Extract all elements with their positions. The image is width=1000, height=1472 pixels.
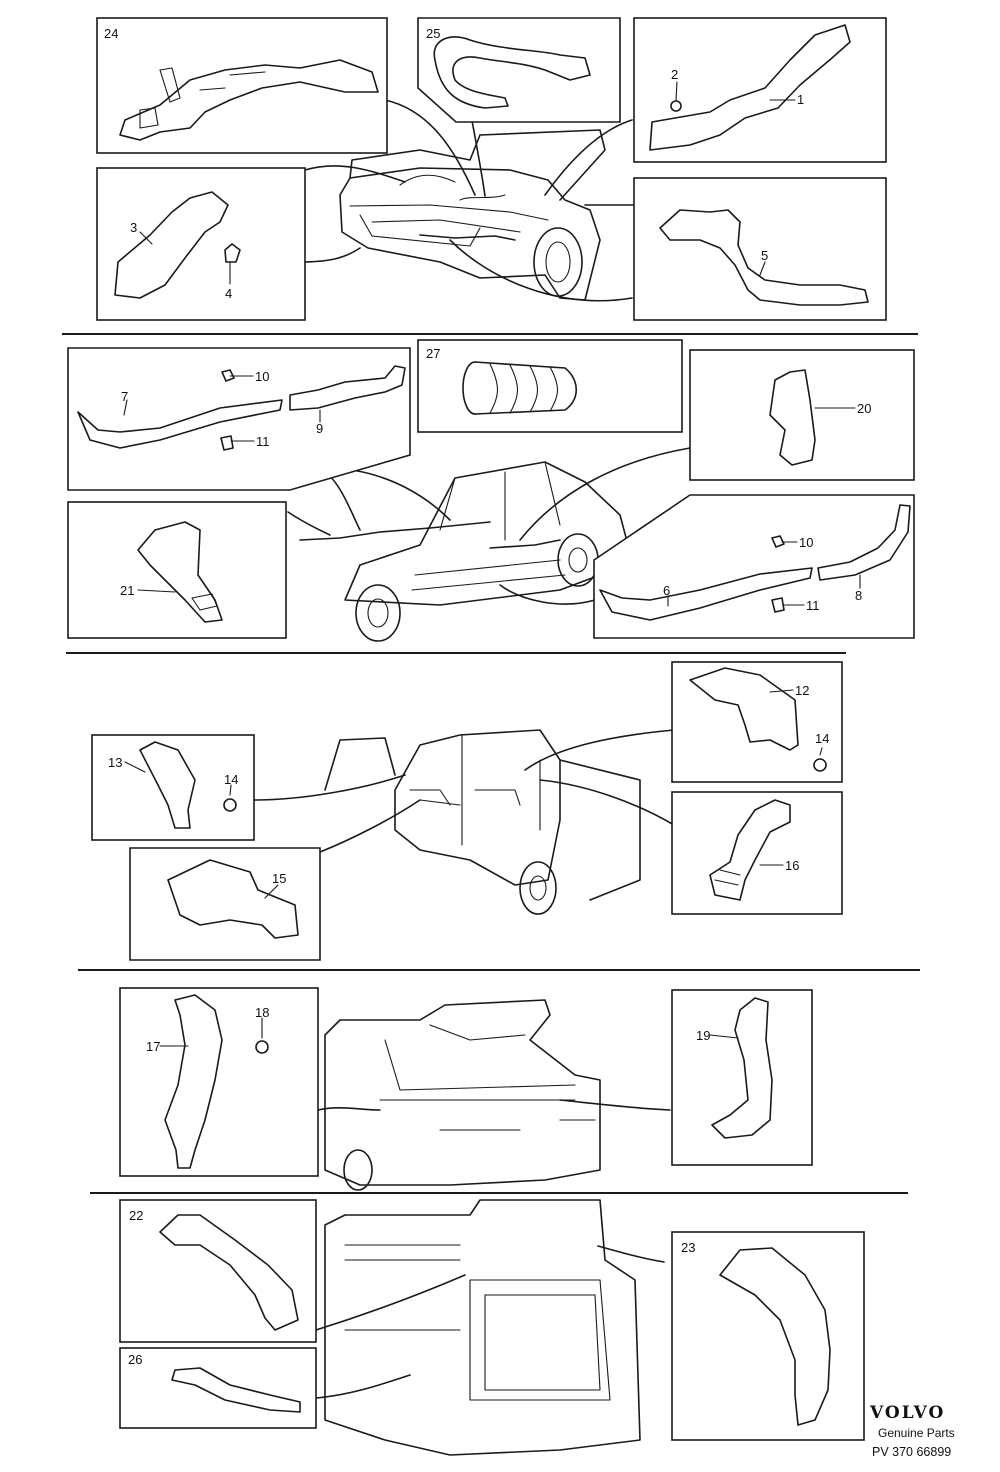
callout-box-13-14: 13 14	[91, 734, 255, 841]
callout-number: 11	[806, 598, 820, 613]
callout-number: 19	[696, 1028, 710, 1043]
callout-box-24: 24	[96, 17, 388, 154]
callout-box-23: 23	[671, 1231, 865, 1441]
callout-number: 3	[130, 220, 137, 235]
callout-box-27: 27	[417, 339, 683, 433]
callout-number: 24	[104, 26, 118, 41]
callout-box-20: 20	[689, 349, 915, 481]
car-front-illustration	[339, 129, 661, 301]
volvo-logo: VOLVO Genuine Parts PV 370 66899	[869, 1403, 955, 1459]
callout-number: 8	[855, 588, 862, 603]
callout-box-15: 15	[129, 847, 321, 961]
callout-box-19: 19	[671, 989, 813, 1166]
callout-box-3-4: 3 4	[96, 167, 306, 321]
callout-box-1-2: 2 1	[633, 17, 887, 163]
callout-number: 4	[225, 286, 232, 301]
callout-number: 14	[815, 731, 829, 746]
car-sedan-side-illustration	[299, 461, 629, 642]
callout-box-7-9-10-11: 10 11 7 9	[67, 347, 411, 491]
car-interior-illustration	[324, 729, 641, 915]
callout-number: 15	[272, 871, 286, 886]
callout-number: 16	[785, 858, 799, 873]
callout-box-6-8-10-11: 10 11 6 8	[593, 494, 915, 639]
leader-lines	[315, 1245, 665, 1399]
callout-number: 1	[797, 92, 804, 107]
callout-number: 23	[681, 1240, 695, 1255]
callout-box-25: 25	[417, 17, 621, 123]
callout-number: 14	[224, 772, 238, 787]
brand-name: VOLVO	[869, 1403, 945, 1423]
callout-number: 13	[108, 755, 122, 770]
callout-number: 11	[256, 434, 270, 449]
callout-number: 18	[255, 1005, 269, 1020]
callout-number: 22	[129, 1208, 143, 1223]
car-estate-illustration	[324, 1199, 641, 1456]
callout-number: 26	[128, 1352, 142, 1367]
callout-number: 20	[857, 401, 871, 416]
callout-number: 17	[146, 1039, 160, 1054]
callout-number: 21	[120, 583, 134, 598]
callout-number: 6	[663, 583, 670, 598]
callout-number: 7	[121, 389, 128, 404]
callout-box-12-14: 12 14	[671, 661, 843, 783]
callout-number: 25	[426, 26, 440, 41]
leader-lines	[254, 729, 675, 853]
leader-lines	[317, 1099, 671, 1111]
callout-number: 27	[426, 346, 440, 361]
callout-box-22: 22	[119, 1199, 317, 1343]
car-trunk-illustration	[324, 999, 601, 1191]
callout-box-21: 21	[67, 501, 287, 639]
callout-number: 5	[761, 248, 768, 263]
callout-box-16: 16	[671, 791, 843, 915]
callout-number: 10	[255, 369, 269, 384]
callout-box-5: 5	[633, 177, 887, 321]
callout-number: 12	[795, 683, 809, 698]
diagram-reference: PV 370 66899	[872, 1445, 951, 1459]
callout-number: 9	[316, 421, 323, 436]
callout-box-17-18: 18 17	[119, 987, 319, 1177]
brand-subtitle: Genuine Parts	[878, 1426, 955, 1440]
callout-number: 10	[799, 535, 813, 550]
callout-number: 2	[671, 67, 678, 82]
callout-box-26: 26	[119, 1347, 317, 1429]
